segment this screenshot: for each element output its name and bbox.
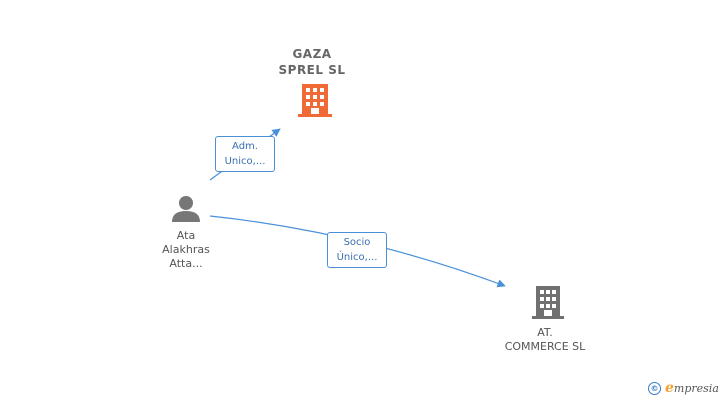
building-icon-gaza[interactable] xyxy=(298,84,332,117)
person-label[interactable]: Ata Alakhras Atta... xyxy=(146,229,226,271)
company-name-line2: COMMERCE SL xyxy=(504,340,586,353)
brand-wordmark: empresia xyxy=(665,380,719,396)
company-name-line2: SPREL SL xyxy=(278,63,346,77)
person-name-line3: Atta... xyxy=(169,257,203,270)
edge-label-line2: Único,... xyxy=(336,252,378,263)
building-icon-commerce[interactable] xyxy=(532,286,564,319)
edge-label-line1: Socio xyxy=(343,237,371,248)
company-label-commerce[interactable]: AT. COMMERCE SL xyxy=(495,326,595,354)
edge-label-line2: Unico,... xyxy=(224,156,266,167)
person-name-line1: Ata xyxy=(176,229,196,242)
company-name-line1: AT. xyxy=(537,326,553,339)
person-name-line2: Alakhras xyxy=(162,243,210,256)
company-label-gaza[interactable]: GAZA SPREL SL xyxy=(262,46,362,78)
copyright-icon: © xyxy=(648,381,661,395)
edge-label-socio[interactable]: Socio Único,... xyxy=(327,232,387,268)
brand-e: e xyxy=(665,380,674,396)
edge-label-adm[interactable]: Adm. Unico,... xyxy=(215,136,275,172)
company-name-line1: GAZA xyxy=(292,47,332,61)
edge-label-line1: Adm. xyxy=(232,141,258,152)
brand-text: mpresia xyxy=(673,382,719,395)
person-icon[interactable] xyxy=(172,196,200,222)
empresia-logo[interactable]: © empresia xyxy=(648,378,719,398)
